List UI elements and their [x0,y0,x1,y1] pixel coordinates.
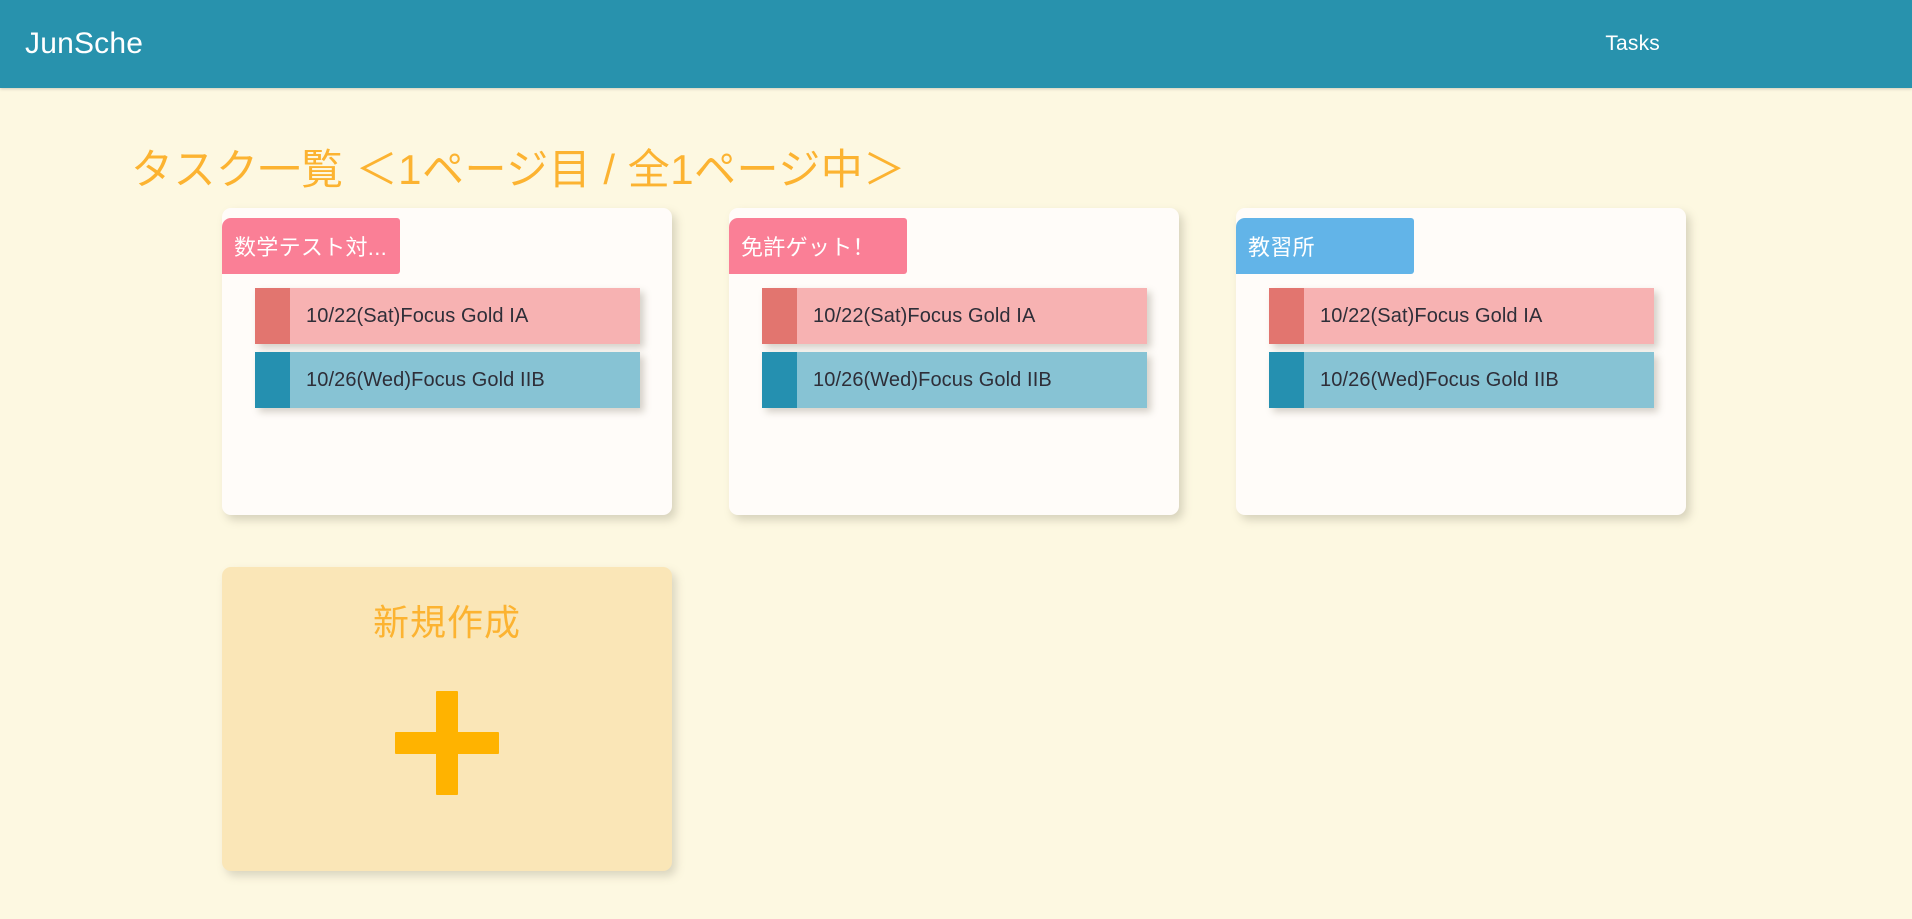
task-accent-bar [255,288,290,344]
card-row-top: 数学テスト対... 10/22(Sat)Focus Gold IA 10/26(… [222,208,1862,515]
task-list: 10/22(Sat)Focus Gold IA 10/26(Wed)Focus … [762,288,1147,416]
task-label: 10/22(Sat)Focus Gold IA [797,288,1147,344]
task-row[interactable]: 10/26(Wed)Focus Gold IIB [255,352,640,408]
card-row-bottom: 新規作成 [222,567,1862,871]
card-tag[interactable]: 数学テスト対... [222,218,400,274]
task-accent-bar [255,352,290,408]
task-card-grid: 数学テスト対... 10/22(Sat)Focus Gold IA 10/26(… [222,208,1862,871]
task-row[interactable]: 10/22(Sat)Focus Gold IA [255,288,640,344]
task-row[interactable]: 10/22(Sat)Focus Gold IA [1269,288,1654,344]
header-nav: Tasks [1605,32,1890,56]
task-accent-bar [762,352,797,408]
app-header: JunSche Tasks [0,0,1912,88]
card-tag[interactable]: 免許ゲット！ [729,218,907,274]
task-list: 10/22(Sat)Focus Gold IA 10/26(Wed)Focus … [255,288,640,416]
task-row[interactable]: 10/22(Sat)Focus Gold IA [762,288,1147,344]
task-card[interactable]: 教習所 10/22(Sat)Focus Gold IA 10/26(Wed)Fo… [1236,208,1686,515]
task-card[interactable]: 免許ゲット！ 10/22(Sat)Focus Gold IA 10/26(Wed… [729,208,1179,515]
create-new-label: 新規作成 [372,602,521,643]
task-label: 10/26(Wed)Focus Gold IIB [1304,352,1654,408]
create-new-task-card[interactable]: 新規作成 [222,567,672,871]
task-row[interactable]: 10/26(Wed)Focus Gold IIB [1269,352,1654,408]
brand-logo[interactable]: JunSche [25,27,144,60]
task-list: 10/22(Sat)Focus Gold IA 10/26(Wed)Focus … [1269,288,1654,416]
task-accent-bar [1269,288,1304,344]
page-title: タスク一覧 ＜1ページ目 / 全1ページ中＞ [131,146,906,194]
task-label: 10/26(Wed)Focus Gold IIB [797,352,1147,408]
task-accent-bar [1269,352,1304,408]
task-accent-bar [762,288,797,344]
nav-link-tasks[interactable]: Tasks [1605,32,1660,55]
task-label: 10/26(Wed)Focus Gold IIB [290,352,640,408]
task-label: 10/22(Sat)Focus Gold IA [290,288,640,344]
card-tag[interactable]: 教習所 [1236,218,1414,274]
task-row[interactable]: 10/26(Wed)Focus Gold IIB [762,352,1147,408]
task-label: 10/22(Sat)Focus Gold IA [1304,288,1654,344]
plus-icon[interactable] [387,683,507,803]
page-body: タスク一覧 ＜1ページ目 / 全1ページ中＞ 数学テスト対... 10/22(S… [0,88,1912,919]
task-card[interactable]: 数学テスト対... 10/22(Sat)Focus Gold IA 10/26(… [222,208,672,515]
